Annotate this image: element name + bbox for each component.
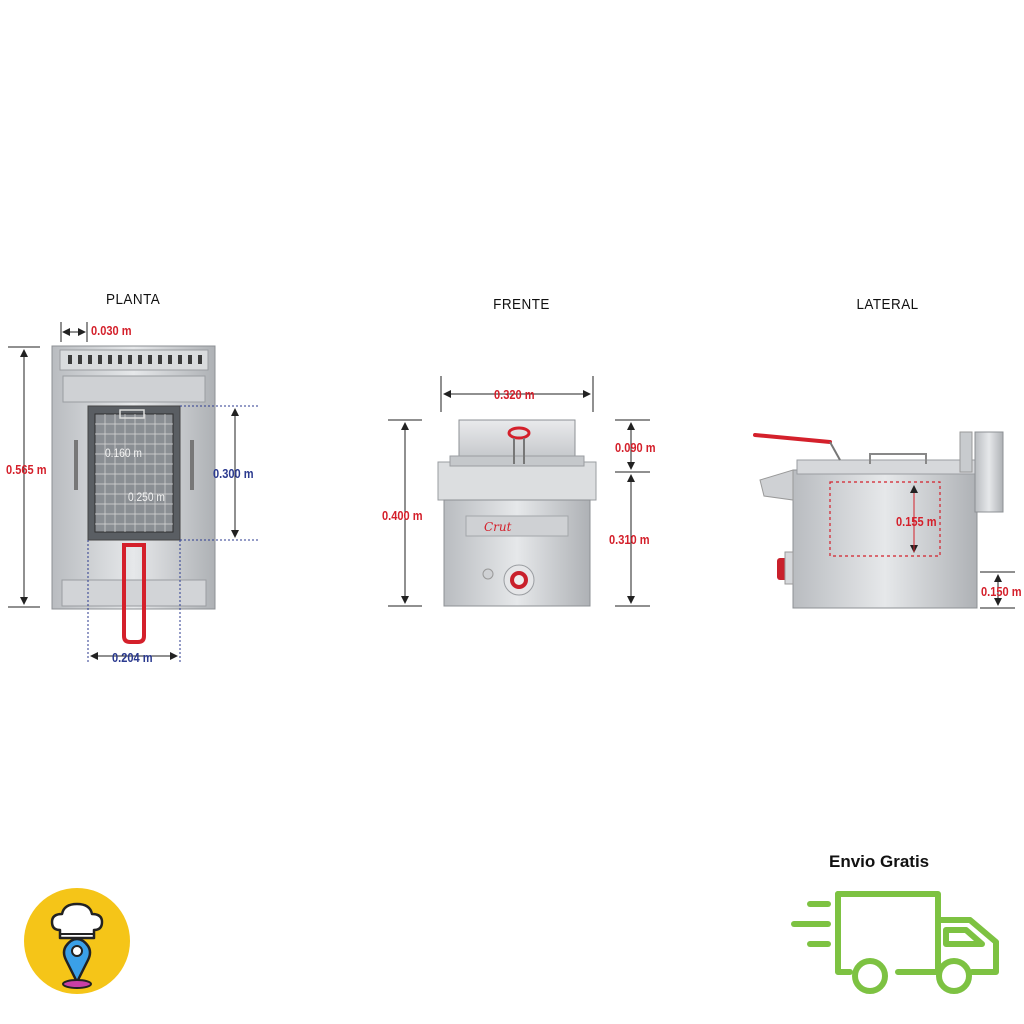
- planta-lip-dimension: 0.030 m: [91, 323, 132, 338]
- planta-title: PLANTA: [106, 291, 161, 308]
- free-shipping-label: Envio Gratis: [829, 852, 930, 871]
- basket-length-dimension: 0.250 m: [128, 490, 165, 504]
- lateral-view: [753, 431, 1015, 609]
- frente-view: Crut: [388, 376, 650, 607]
- frente-height-dimension: 0.400 m: [382, 508, 423, 523]
- feet-height-dimension: 0.150 m: [981, 584, 1022, 599]
- well-width-dimension: 0.204 m: [112, 650, 153, 665]
- oil-depth-dimension: 0.155 m: [896, 514, 937, 529]
- basket-width-dimension: 0.160 m: [105, 446, 142, 460]
- frente-body-dimension: 0.310 m: [609, 532, 650, 547]
- well-depth-dimension: 0.300 m: [213, 466, 254, 481]
- planta-view: [8, 322, 258, 662]
- frente-top-dimension: 0.090 m: [615, 440, 656, 455]
- lateral-title: LATERAL: [856, 296, 919, 313]
- brand-logo-plate: Crut: [484, 520, 512, 534]
- planta-depth-dimension: 0.565 m: [6, 462, 47, 477]
- frente-width-dimension: 0.320 m: [494, 387, 535, 402]
- chef-hat-pin-icon: [24, 888, 130, 994]
- frente-title: FRENTE: [493, 296, 550, 313]
- delivery-truck-icon: [791, 891, 999, 994]
